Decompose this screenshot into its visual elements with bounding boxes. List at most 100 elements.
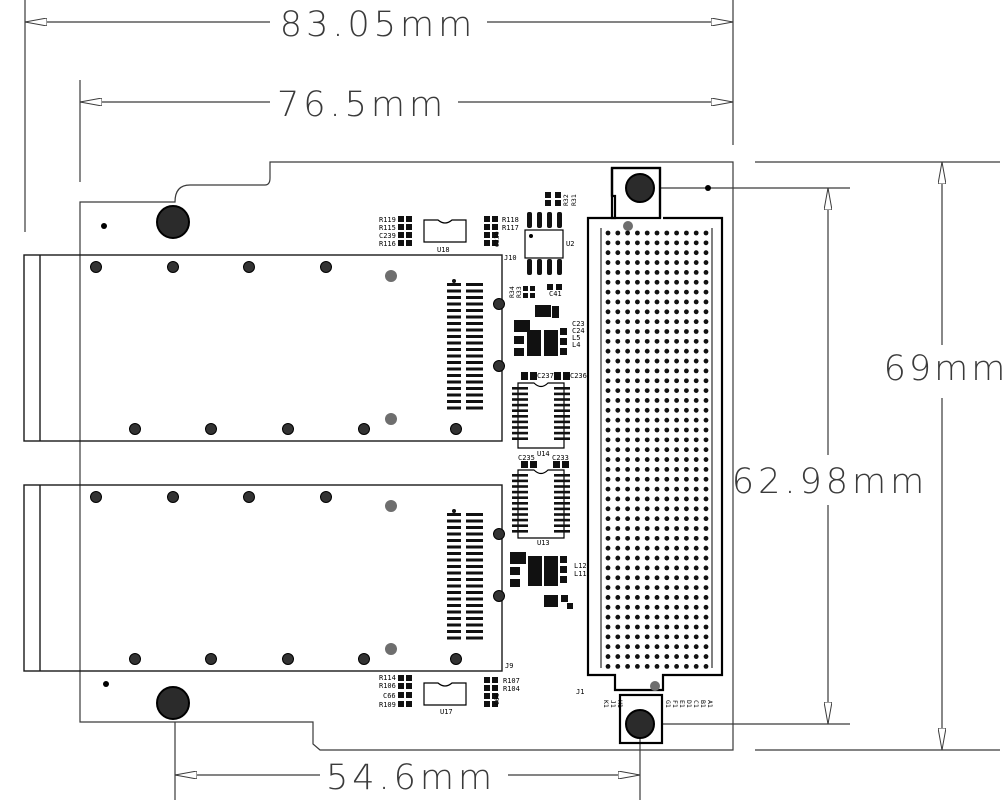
cage-finger [447,623,461,627]
j1-pin [693,230,699,236]
j1-pin [654,555,660,561]
j1-pin [635,654,640,659]
j1-pin [664,476,670,482]
pad [492,216,498,222]
j1-pin [654,378,660,384]
cage-pin [320,491,332,503]
cage-finger [447,400,461,403]
j1-pin [625,270,630,275]
j1-pin [644,398,650,403]
pad [553,461,560,468]
cage-finger [466,289,483,293]
j1-pin [654,447,660,453]
j1-pin [674,585,679,590]
tssop-pin [512,507,528,511]
j1-pin [703,398,709,403]
j1-pin [703,329,709,334]
j1-pin [644,279,650,285]
j1-pin [654,624,660,630]
j1-pin [644,338,650,344]
j1-pin [674,407,679,413]
j1-pin [703,467,709,472]
j1-pin [674,250,679,256]
u2-pin [527,259,532,275]
u2-pin [537,259,542,275]
j1-pin [664,388,670,393]
j1-pin [654,467,660,472]
label-r119: R119 [379,216,396,224]
j1-pin [644,614,650,620]
j1-pin [615,654,621,659]
pad [530,286,535,291]
j1-pin [703,634,709,640]
cage-finger [447,341,461,345]
cage-finger [466,302,483,306]
j1-pin [664,240,670,246]
j1-pin [644,358,650,364]
tssop-pin [554,485,570,488]
j1-pin [625,368,630,374]
j1-guide-hole-bottom [625,709,655,739]
cage-finger [466,406,483,410]
cage-finger [466,636,483,640]
u18-regulator [423,219,467,243]
j1-pin [644,260,650,265]
j1-pin [644,467,650,472]
j1-pin [605,644,611,650]
j1-pin [605,496,611,502]
j1-pin [644,378,650,384]
tssop-pin [554,496,570,499]
j1-pin [703,437,709,443]
label-r31: R31 [570,194,578,206]
j1-pin [605,417,611,423]
pad [492,232,498,238]
u2-chip [524,229,564,259]
j1-pin [654,348,660,354]
j1-pin [703,516,709,522]
j1-pin [664,319,670,325]
j1-pin [693,644,699,650]
j1-pin [654,230,660,236]
j1-pin [635,407,640,413]
cage-pin [205,653,217,665]
j1-pin [635,388,640,393]
j1-pin [615,378,621,384]
j1-pin [644,329,650,334]
pad [547,284,553,290]
cage-finger [447,296,461,299]
j1-pin [635,270,640,275]
j1-pin [674,309,679,315]
j1-pin [615,398,621,403]
j1-pin [635,565,640,571]
cage-finger [447,406,461,410]
cage-finger [466,361,483,364]
pad [398,232,404,238]
j1-pin [605,575,611,581]
cage-finger [447,591,461,594]
j1-pin [644,595,650,600]
j1-pin [615,496,621,502]
j1-pin [654,398,660,403]
tssop-pin [512,392,528,396]
j1-pin [674,595,679,600]
j1-pin [664,250,670,256]
cage-finger [466,309,483,312]
j1-pin [693,634,699,640]
cage-finger [447,309,461,312]
j1-pin [644,270,650,275]
j1-pin [654,407,660,413]
label-r115: R115 [379,224,396,232]
pad [492,701,498,707]
label-c239: C239 [379,232,396,240]
j1-pin [703,240,709,246]
j1-pin [684,555,689,561]
j1-pin [615,279,621,285]
cage-peg [385,643,397,655]
j1-pin [615,664,621,669]
j1-pin [625,545,630,551]
tssop-pin [554,437,570,440]
j1-pin [635,378,640,384]
dimension-overall-width [24,0,734,232]
j1-pin [703,358,709,364]
j1-pin [635,457,640,462]
